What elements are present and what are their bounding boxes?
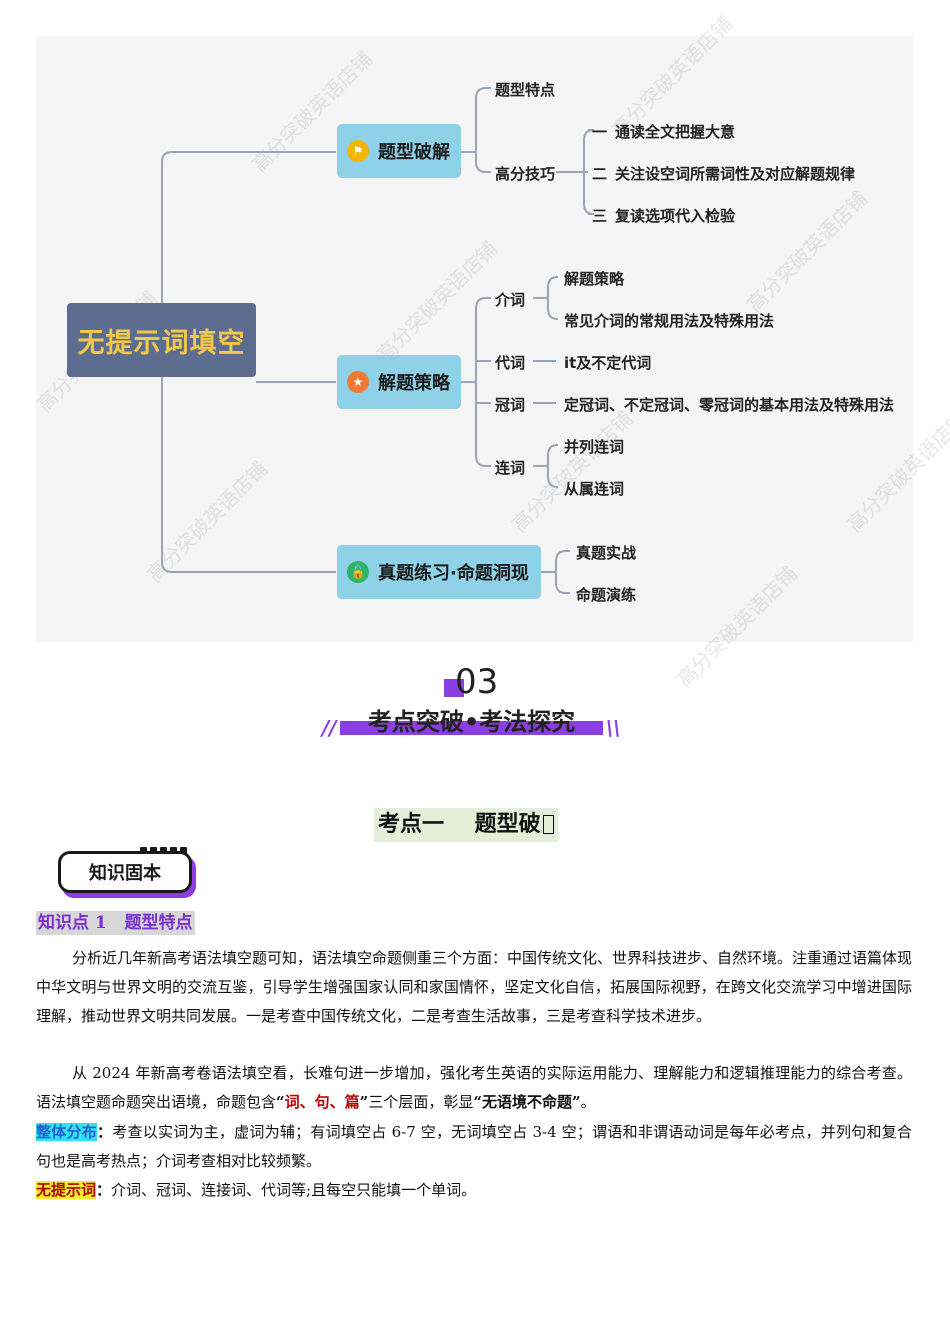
paragraph-3: 整体分布：考查以实词为主，虚词为辅；有词填空占 6-7 空，无词填空占 3-4 … bbox=[36, 1118, 912, 1176]
emphasis-bold: “无语境不命题” bbox=[473, 1093, 581, 1111]
label-highlight-yellow: 无提示词 bbox=[36, 1181, 97, 1199]
node-label: 题型特点 bbox=[495, 81, 556, 99]
paragraph-1: 分析近几年新高考语法填空题可知，语法填空命题侧重三个方面：中国传统文化、世界科技… bbox=[36, 949, 913, 1025]
flag-icon: ⚑ bbox=[347, 140, 369, 162]
paragraph-2: 从 2024 年新高考卷语法填空看，长难句进一步增加，强化考生英语的实际运用能力… bbox=[36, 1059, 912, 1117]
missing-glyph-icon bbox=[542, 815, 554, 834]
node-num: 三 bbox=[592, 207, 608, 225]
node-num: 一 bbox=[592, 123, 608, 141]
paragraph-2-text: 。 bbox=[580, 1093, 596, 1111]
section-number-accent bbox=[444, 679, 464, 697]
knowledge-badge: 知识固本 bbox=[58, 847, 198, 899]
paragraph-2-text: 三个层面，彰显 bbox=[368, 1093, 474, 1111]
node-label: 从属连词 bbox=[564, 480, 625, 498]
node-label: 真题实战 bbox=[576, 544, 637, 562]
kaodian-title: 考点一 题型破 bbox=[374, 808, 558, 842]
node-label: 解题策略 bbox=[564, 270, 625, 288]
paragraph-4-text: 介词、冠词、连接词、代词等;且每空只能填一个单词。 bbox=[111, 1181, 477, 1199]
node-label: 冠词 bbox=[495, 396, 526, 414]
node-label: 高分技巧 bbox=[495, 165, 556, 183]
paragraph-3-text: 考查以实词为主，虚词为辅；有词填空占 6-7 空，无词填空占 3-4 空；谓语和… bbox=[36, 1123, 912, 1170]
node-label: 复读选项代入检验 bbox=[615, 207, 736, 225]
badge-label: 知识固本 bbox=[58, 851, 192, 893]
branch-label: 题型破解 bbox=[378, 142, 450, 163]
node-label: 连词 bbox=[495, 459, 526, 477]
node-label: 介词 bbox=[495, 291, 526, 309]
section-number: 03 bbox=[455, 662, 499, 702]
knowledge-point-heading: 知识点 1 题型特点 bbox=[36, 911, 195, 935]
badge-dots-icon bbox=[140, 847, 187, 854]
lock-icon: 🔓 bbox=[347, 561, 369, 583]
node-label: 代词 bbox=[495, 354, 526, 372]
mindmap-panel: 高分突破英语店铺 高分突破英语店铺 高分突破英语店铺 高分突破英语店铺 高分突破… bbox=[32, 12, 950, 692]
mindmap-connectors bbox=[161, 87, 595, 594]
paragraph-2-text: 从 2024 年新高考卷语法填空看，长难句进一步增加，强化考生英语的实际运用能力… bbox=[36, 1064, 912, 1111]
quote-close: ” bbox=[359, 1093, 369, 1111]
mindmap-root: 无提示词填空 bbox=[67, 303, 256, 377]
label-colon: ： bbox=[96, 1181, 112, 1199]
branch-node-celue: ★ 解题策略 bbox=[337, 355, 461, 409]
label-highlight-cyan: 整体分布 bbox=[36, 1123, 97, 1141]
node-label: 关注设空词所需词性及对应解题规律 bbox=[615, 165, 856, 183]
node-label: 并列连词 bbox=[564, 438, 625, 456]
node-num: 二 bbox=[592, 165, 608, 183]
emphasis-red: 词、句、篇 bbox=[284, 1093, 360, 1111]
branch-label: 真题练习·命题洞现 bbox=[378, 563, 529, 584]
slash-decoration-right: \\ bbox=[606, 716, 621, 740]
node-label: it及不定代词 bbox=[564, 354, 652, 372]
section-title-underline bbox=[340, 721, 603, 735]
paragraph-4: 无提示词：介词、冠词、连接词、代词等;且每空只能填一个单词。 bbox=[36, 1176, 912, 1205]
node-label: 常见介词的常规用法及特殊用法 bbox=[564, 312, 775, 330]
section-title: 考点突破•考法探究 bbox=[367, 708, 576, 736]
branch-node-tixing: ⚑ 题型破解 bbox=[337, 124, 461, 178]
star-icon: ★ bbox=[347, 371, 369, 393]
quote-open: “ bbox=[276, 1093, 285, 1111]
node-label: 命题演练 bbox=[576, 586, 637, 604]
node-label: 通读全文把握大意 bbox=[615, 123, 736, 141]
node-label: 定冠词、不定冠词、零冠词的基本用法及特殊用法 bbox=[564, 396, 895, 414]
slash-decoration-left: // bbox=[322, 716, 337, 740]
label-colon: ： bbox=[96, 1123, 113, 1141]
kaodian-title-text: 考点一 题型破 bbox=[378, 812, 541, 837]
branch-node-zhenti: 🔓 真题练习·命题洞现 bbox=[337, 545, 541, 599]
branch-label: 解题策略 bbox=[378, 373, 450, 394]
